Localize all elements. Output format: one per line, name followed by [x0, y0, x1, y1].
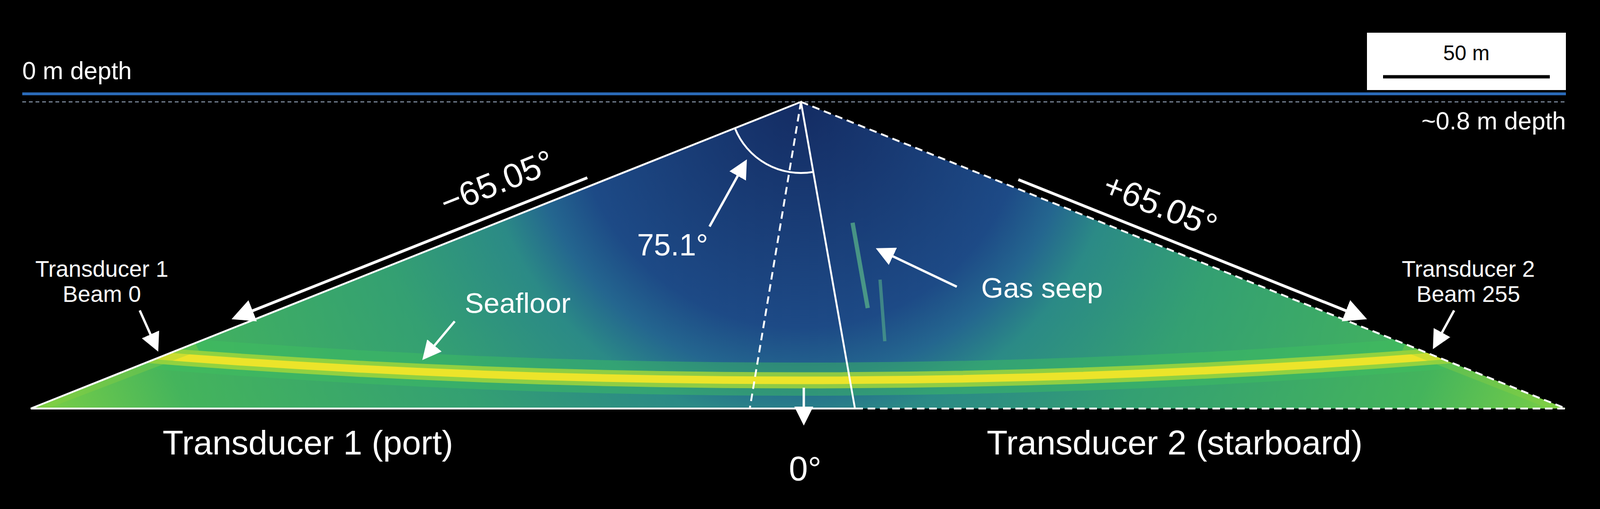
angle-label: 75.1° [637, 228, 709, 262]
sonar-swath [30, 101, 1566, 409]
feature-label: Seafloor [464, 287, 571, 319]
scale-bar [1383, 75, 1550, 79]
sonar-echoes [28, 222, 1568, 409]
beam-label: Transducer 1 Beam 0 [11, 256, 192, 307]
scale-box [1366, 32, 1566, 90]
beam-label: Transducer 2 Beam 255 [1378, 256, 1559, 307]
angle-label: 0° [789, 449, 822, 488]
transducer-label: Transducer 1 (port) [162, 423, 454, 462]
arrows [139, 163, 1455, 421]
depth-label: ~0.8 m depth [1421, 107, 1566, 135]
transducer-label: Transducer 2 (starboard) [986, 423, 1363, 462]
nadir-line [749, 101, 801, 409]
scale-label: 50 m [1443, 41, 1490, 65]
transducer-1-outline [30, 101, 855, 409]
transducer-2-outline [800, 101, 1566, 409]
transducer-depth-line [22, 101, 1566, 103]
surface-line [22, 92, 1566, 96]
depth-label: 0 m depth [22, 57, 132, 85]
feature-label: Gas seep [981, 272, 1104, 304]
angle-arc [735, 128, 814, 173]
